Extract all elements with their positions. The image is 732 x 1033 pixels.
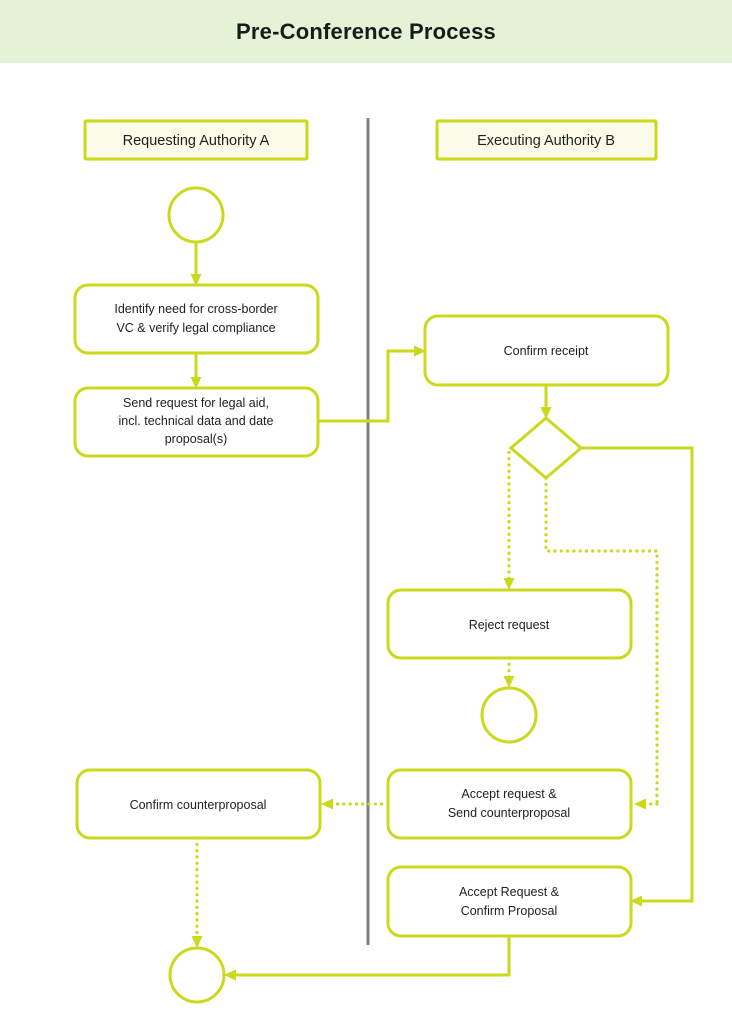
- node-accept-request-send-counterproposal[interactable]: Accept request & Send counterproposal: [386, 768, 633, 840]
- node-accept-counter-line1: Accept request &: [461, 787, 557, 801]
- node-accept-confirm-box: [386, 865, 633, 938]
- node-reject-request-label: Reject request: [469, 618, 550, 632]
- edge-send-request-to-confirm-receipt: [318, 345, 426, 423]
- node-send-request[interactable]: Send request for legal aid, incl. techni…: [73, 386, 320, 458]
- node-confirm-counterproposal[interactable]: Confirm counterproposal: [75, 768, 322, 840]
- node-identify-need-line2: VC & verify legal compliance: [116, 321, 275, 335]
- lane-header-b-label: Executing Authority B: [477, 133, 615, 149]
- edge-identify-to-send-request: [190, 353, 202, 389]
- lane-header-a-label: Requesting Authority A: [123, 133, 270, 149]
- edge-confirm-counter-to-end-final: [191, 836, 203, 948]
- end-node-final[interactable]: [168, 946, 226, 1004]
- end-node-reject[interactable]: [480, 686, 538, 744]
- page-title: Pre-Conference Process: [236, 19, 496, 44]
- arrow-head-icon: [224, 969, 236, 981]
- arrow-head-icon: [540, 407, 552, 419]
- arrow-head-icon: [503, 578, 515, 590]
- node-reject-request-box: [386, 588, 633, 660]
- edge-accept-confirm-to-end-final: [224, 936, 511, 981]
- node-send-request-box: [73, 386, 320, 458]
- edge-decision-to-accept-confirm: [581, 446, 694, 907]
- start-node[interactable]: [167, 186, 225, 244]
- node-accept-confirm-line2: Confirm Proposal: [461, 904, 558, 918]
- arrow-head-icon: [191, 936, 203, 948]
- edge-reject-to-end: [503, 656, 515, 688]
- node-accept-counter-line2: Send counterproposal: [448, 806, 570, 820]
- arrow-head-icon: [190, 274, 202, 286]
- node-confirm-counter-label: Confirm counterproposal: [130, 798, 267, 812]
- node-reject-request[interactable]: Reject request: [386, 588, 633, 660]
- edge-decision-to-reject: [503, 446, 515, 590]
- arrow-head-icon: [630, 895, 642, 907]
- node-identify-need-box: [73, 283, 320, 355]
- node-confirm-counter-box: [75, 768, 322, 840]
- node-confirm-receipt-box: [423, 314, 670, 387]
- decision-node[interactable]: [508, 416, 584, 480]
- edge-decision-to-accept-counter: [544, 476, 659, 810]
- lane-header-a-box: [83, 119, 309, 161]
- arrow-head-icon: [503, 676, 515, 688]
- node-identify-need-line1: Identify need for cross-border: [114, 302, 277, 316]
- title-band: [0, 0, 732, 63]
- node-accept-counter-box: [386, 768, 633, 840]
- node-accept-request-confirm-proposal[interactable]: Accept Request & Confirm Proposal: [386, 865, 633, 938]
- edge-confirm-receipt-to-decision: [540, 385, 552, 419]
- node-confirm-receipt-label: Confirm receipt: [504, 344, 589, 358]
- node-send-request-line2: incl. technical data and date: [119, 414, 274, 428]
- arrow-head-icon: [321, 798, 333, 810]
- node-send-request-line1: Send request for legal aid,: [123, 396, 269, 410]
- node-accept-confirm-line1: Accept Request &: [459, 885, 560, 899]
- edge-accept-counter-to-confirm-counter: [321, 798, 390, 810]
- lane-header-requesting-authority-a[interactable]: Requesting Authority A: [83, 119, 309, 161]
- lane-header-b-box: [435, 119, 658, 161]
- node-send-request-line3: proposal(s): [165, 432, 228, 446]
- arrow-head-icon: [190, 377, 202, 389]
- node-identify-need[interactable]: Identify need for cross-border VC & veri…: [73, 283, 320, 355]
- node-confirm-receipt[interactable]: Confirm receipt: [423, 314, 670, 387]
- lane-header-executing-authority-b[interactable]: Executing Authority B: [435, 119, 658, 161]
- arrow-head-icon: [634, 798, 646, 810]
- arrow-head-icon: [414, 345, 426, 357]
- edge-start-to-identify: [190, 242, 202, 286]
